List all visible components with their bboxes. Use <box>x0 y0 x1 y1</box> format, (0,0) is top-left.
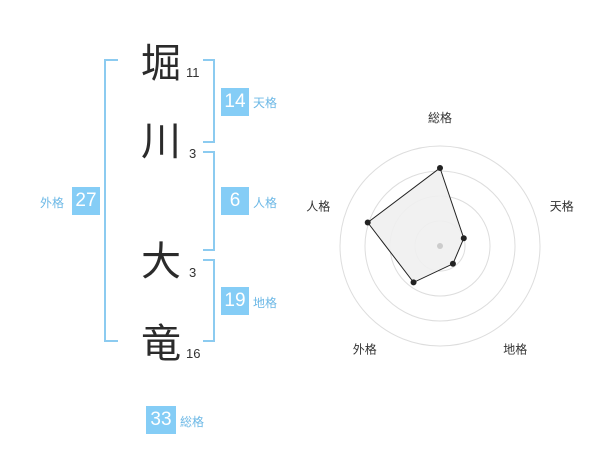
chikaku-value-badge: 19 <box>221 287 249 315</box>
tenkaku-label: 天格 <box>253 96 278 110</box>
radar-axis-label-4: 外格 <box>353 342 377 357</box>
gaikaku-label: 外格 <box>40 196 65 210</box>
chikaku-bracket <box>203 259 215 342</box>
radar-axis-label-5: 人格 <box>306 198 330 213</box>
name-char-3: 大 <box>141 239 181 285</box>
name-char-1: 堀 <box>141 41 181 87</box>
radar-point-4 <box>410 279 417 286</box>
radar-axis-label-2: 天格 <box>550 198 574 213</box>
gaikaku-bracket <box>104 59 118 342</box>
stroke-count-4: 16 <box>186 346 201 361</box>
stroke-count-2: 3 <box>189 146 197 161</box>
radar-point-1 <box>437 165 443 171</box>
stroke-count-3: 3 <box>189 265 197 280</box>
jinkaku-value-badge: 6 <box>221 187 249 215</box>
radar-center-dot <box>437 243 443 249</box>
tenkaku-bracket <box>203 59 215 143</box>
name-char-4: 竜 <box>141 321 181 367</box>
soukaku-label: 総格 <box>180 415 205 429</box>
jinkaku-bracket <box>203 151 215 251</box>
chikaku-label: 地格 <box>253 296 278 310</box>
radar-point-3 <box>449 260 456 267</box>
radar-point-5 <box>364 219 371 226</box>
tenkaku-value-badge: 14 <box>221 88 249 116</box>
radar-point-2 <box>460 235 467 242</box>
jinkaku-label: 人格 <box>253 196 278 210</box>
radar-axis-label-3: 地格 <box>503 342 527 357</box>
radar-axis-label-1: 総格 <box>428 110 452 125</box>
name-char-2: 川 <box>141 119 181 165</box>
gaikaku-value-badge: 27 <box>72 187 100 215</box>
stroke-count-1: 11 <box>186 65 200 80</box>
radar-grid-ring <box>339 145 541 347</box>
radar-data-polygon <box>367 167 465 284</box>
soukaku-value-badge: 33 <box>146 406 176 434</box>
